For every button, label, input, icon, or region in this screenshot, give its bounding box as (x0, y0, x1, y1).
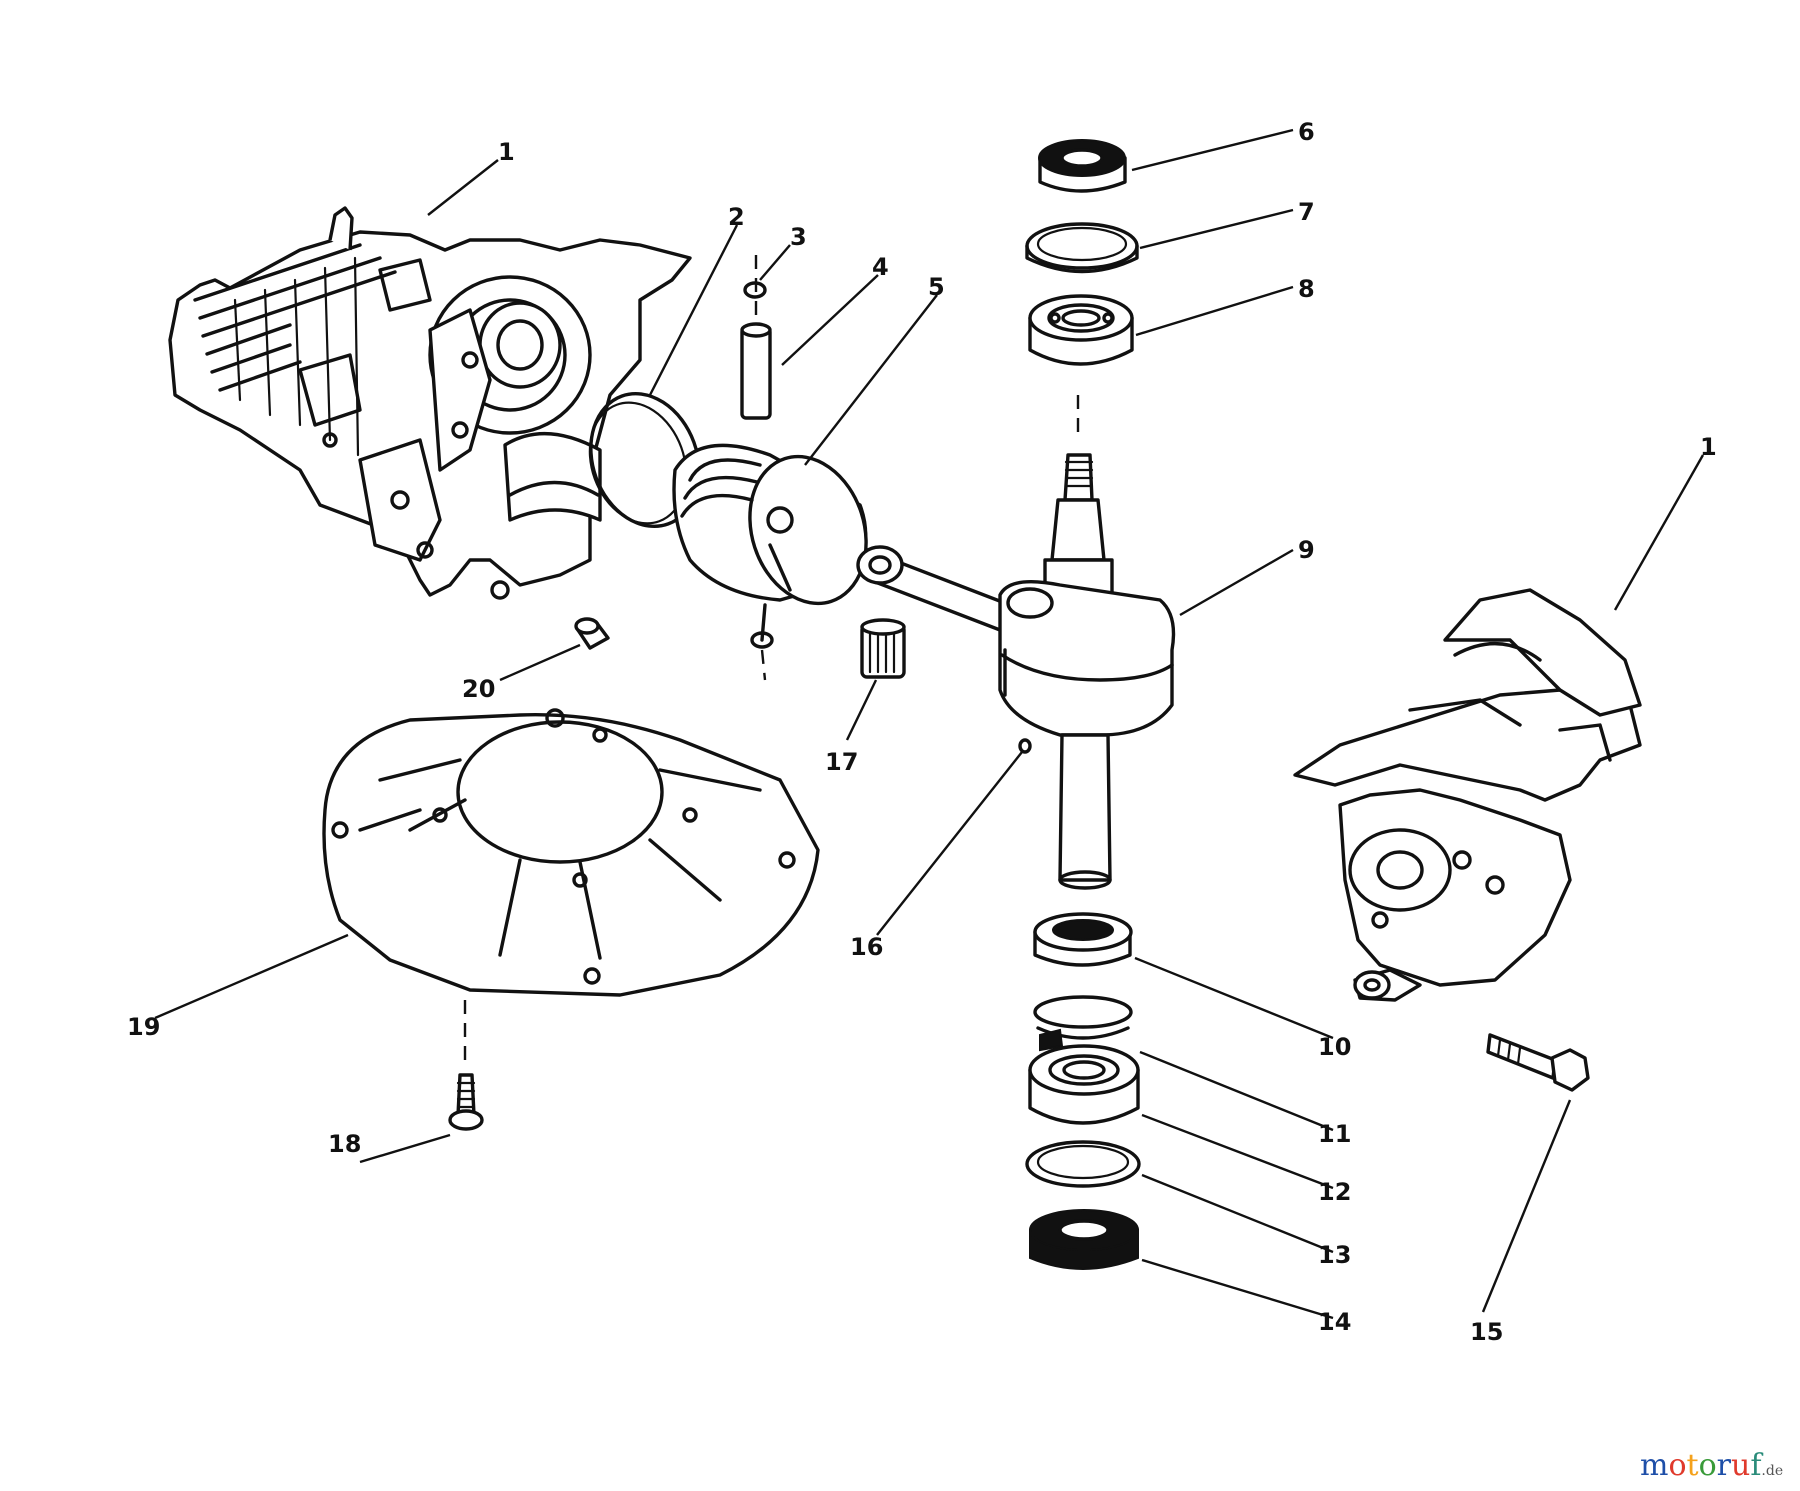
callout-8: 8 (1298, 275, 1315, 303)
dowel-pin-part (574, 617, 610, 650)
watermark-logo: motoruf.de (1640, 1448, 1783, 1483)
callout-14: 14 (1318, 1308, 1351, 1336)
wm-letter: o (1699, 1448, 1717, 1483)
callout-13: 13 (1318, 1241, 1351, 1269)
crankcase-half-part (1293, 588, 1642, 1002)
piston-pin-part (740, 255, 772, 420)
wm-letter: f (1750, 1448, 1763, 1483)
connecting-rod-part (856, 545, 1012, 632)
callout-17: 17 (825, 748, 858, 776)
ball-bearing-top-part (1028, 294, 1134, 366)
callout-2: 2 (728, 203, 745, 231)
callout-19: 19 (127, 1013, 160, 1041)
wm-letter: m (1640, 1448, 1668, 1483)
wm-letter: t (1687, 1448, 1699, 1483)
callout-20: 20 (462, 675, 495, 703)
callout-10: 10 (1318, 1033, 1351, 1061)
callout-1a: 1 (498, 138, 515, 166)
callout-labels: 1 1 2 3 4 5 6 7 8 9 10 11 12 13 14 15 16… (127, 118, 1717, 1346)
callout-15: 15 (1470, 1318, 1503, 1346)
callout-12: 12 (1318, 1178, 1351, 1206)
leader-lines (154, 128, 1705, 1320)
callout-3: 3 (790, 223, 807, 251)
bolt-part (1486, 1033, 1590, 1092)
callout-9: 9 (1298, 536, 1315, 564)
wm-suffix: .de (1761, 1463, 1783, 1479)
spring-clip-part (1033, 995, 1133, 1052)
crankcase-gasket-part (322, 708, 820, 1060)
callout-1b: 1 (1700, 433, 1717, 461)
piston-ring-part (588, 391, 701, 529)
watermark-text: motoruf.de (1640, 1448, 1783, 1483)
woodruff-key-part (1018, 738, 1032, 754)
wm-letter: u (1731, 1448, 1750, 1483)
callout-6: 6 (1298, 118, 1315, 146)
cylinder-crankcase-part (168, 206, 692, 600)
shim-ring-bottom-part (1025, 1140, 1141, 1188)
oil-seal-top-part (1038, 139, 1127, 193)
callout-18: 18 (328, 1130, 361, 1158)
callout-4: 4 (872, 253, 889, 281)
needle-bearing-part (860, 618, 906, 679)
ball-bearing-bottom-part (1028, 1044, 1140, 1125)
shim-ring-top-part (1025, 222, 1139, 274)
wm-letter: r (1717, 1448, 1732, 1483)
oil-seal-bottom-part (1029, 1209, 1139, 1270)
callout-5: 5 (928, 273, 945, 301)
wm-letter: o (1668, 1448, 1686, 1483)
callout-16: 16 (850, 933, 883, 961)
piston-part (672, 443, 868, 681)
oil-seal-10-part (1033, 912, 1133, 967)
callout-7: 7 (1298, 198, 1315, 226)
crankshaft-part (998, 395, 1176, 890)
screw-part (448, 1073, 484, 1131)
callout-11: 11 (1318, 1120, 1351, 1148)
